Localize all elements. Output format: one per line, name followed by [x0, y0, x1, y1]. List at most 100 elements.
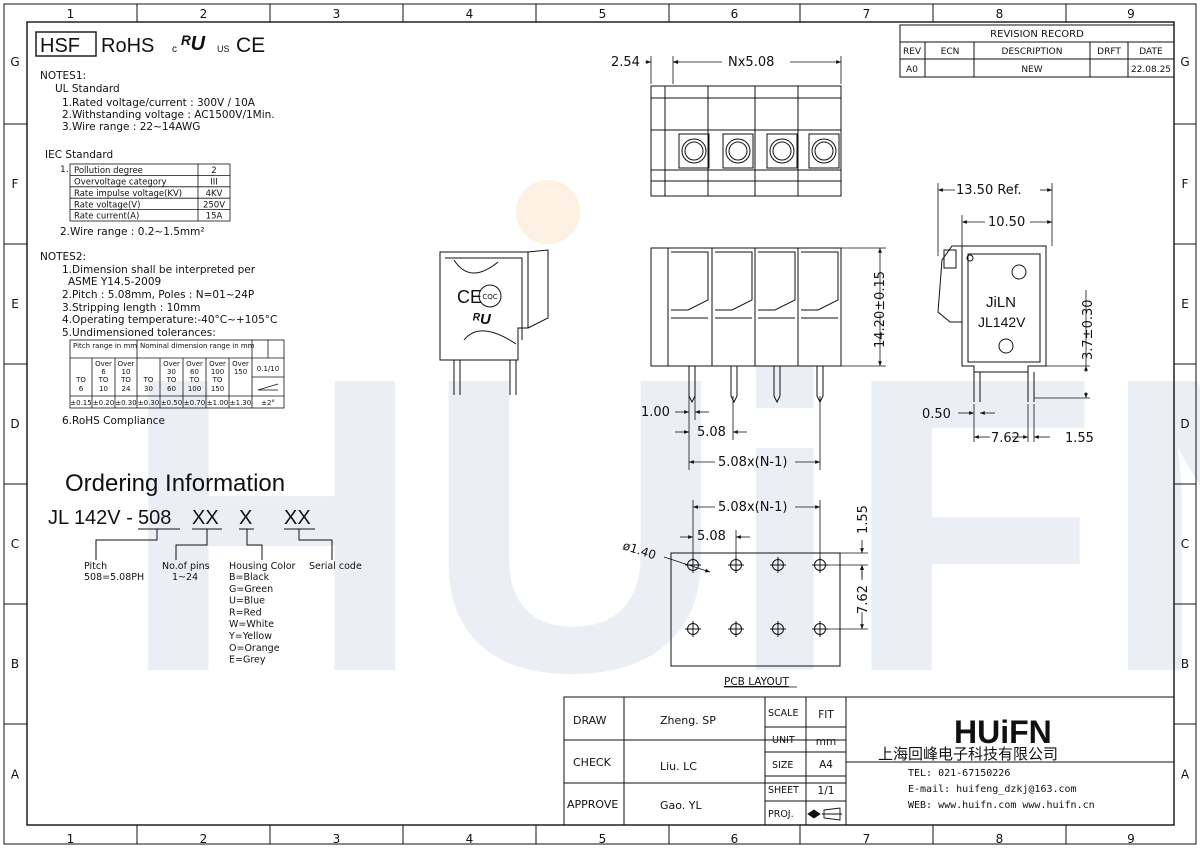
- tol-from: 30: [167, 368, 176, 376]
- tol-value: ±0.30: [115, 399, 136, 407]
- svg-text:Rate voltage(V): Rate voltage(V): [74, 200, 140, 210]
- tol-from: 6: [101, 368, 106, 376]
- notes2-heading: NOTES2:: [40, 251, 86, 263]
- svg-text:5.Undimensioned tolerances:: 5.Undimensioned tolerances:: [62, 327, 216, 339]
- front-view: [650, 247, 842, 404]
- color-option: R=Red: [229, 607, 262, 618]
- svg-text:Rate current(A): Rate current(A): [74, 212, 139, 222]
- ul-mark: ᴿU: [180, 33, 206, 55]
- dim-14-20: 14.20±0.15: [873, 271, 888, 348]
- frame-col-label-9: 9: [1127, 832, 1135, 846]
- frame-row-label-D: D: [10, 417, 19, 431]
- angle-symbol: [257, 383, 279, 391]
- frame-col-label-6: 6: [731, 7, 739, 21]
- dim-n-508: Nx5.08: [728, 55, 774, 70]
- frame-col-label-4: 4: [466, 7, 474, 21]
- dim-13-50: 13.50 Ref.: [956, 183, 1022, 198]
- tol-value: ±1.30: [230, 399, 251, 407]
- svg-text:REV: REV: [903, 47, 922, 57]
- svg-text:DESCRIPTION: DESCRIPTION: [1002, 47, 1063, 57]
- tol-to-word: TO: [120, 376, 131, 384]
- svg-text:DATE: DATE: [1139, 47, 1163, 57]
- tol-to: 6: [79, 385, 84, 393]
- dim-2-54: 2.54: [611, 55, 640, 70]
- svg-text:Pollution degree: Pollution degree: [74, 166, 143, 176]
- tol-to: 30: [144, 385, 153, 393]
- dim-0-50: 0.50: [922, 407, 951, 422]
- title-block-text: DRAW Zheng. SP CHECK Liu. LC APPROVE Gao…: [567, 708, 1095, 821]
- ul-standard-title: UL Standard: [55, 83, 120, 95]
- tol-to: 100: [188, 385, 201, 393]
- revision-record: REVISION RECORD REV ECN DESCRIPTION DRFT…: [899, 24, 1175, 78]
- svg-text:3.Stripping length : 10mm: 3.Stripping length : 10mm: [62, 302, 200, 314]
- dim-7-62-side: 7.62: [991, 431, 1020, 446]
- svg-text:Zheng. SP: Zheng. SP: [660, 714, 716, 727]
- dim-5-08-pcb: 5.08: [697, 529, 726, 544]
- frame-col-label-1: 1: [67, 7, 75, 21]
- svg-text:III: III: [210, 178, 218, 188]
- notes1: NOTES1: UL Standard 1.Rated voltage/curr…: [40, 70, 275, 238]
- frame-row-label-C: C: [1181, 537, 1189, 551]
- iec-standard-title: IEC Standard: [45, 149, 113, 161]
- ul-us: US: [217, 44, 230, 54]
- svg-text:2: 2: [211, 166, 216, 176]
- svg-text:±2°: ±2°: [261, 399, 275, 407]
- dim-5-08n-front: 5.08x(N-1): [718, 455, 787, 470]
- frame-row-label-F: F: [1182, 177, 1189, 191]
- tol-to: 60: [167, 385, 176, 393]
- color-option: E=Grey: [229, 655, 266, 666]
- company-logo: HUiFN: [954, 714, 1052, 750]
- svg-text:3.Wire range : 22~14AWG: 3.Wire range : 22~14AWG: [62, 121, 200, 133]
- frame-col-label-2: 2: [200, 832, 208, 846]
- frame-col-label-7: 7: [863, 832, 871, 846]
- svg-text:22.08.25: 22.08.25: [1131, 65, 1171, 75]
- svg-text:mm: mm: [816, 736, 836, 748]
- frame-row-label-D: D: [1180, 417, 1189, 431]
- dim-front: [675, 247, 886, 470]
- frame-row-label-G: G: [10, 55, 19, 69]
- notes1-heading: NOTES1:: [40, 70, 86, 82]
- svg-text:4KV: 4KV: [206, 189, 223, 199]
- svg-text:Rate impulse voltage(KV): Rate impulse voltage(KV): [74, 189, 182, 199]
- svg-text:508=5.08PH: 508=5.08PH: [84, 572, 144, 583]
- svg-text:No.of pins: No.of pins: [162, 561, 210, 572]
- tol-over: Over: [232, 360, 249, 368]
- tol-to: 150: [211, 385, 224, 393]
- projection-symbol-icon: [807, 807, 842, 821]
- code-pitch: 508: [138, 507, 171, 529]
- svg-text:A4: A4: [819, 759, 833, 771]
- svg-text:0.1/10: 0.1/10: [257, 365, 279, 373]
- ul-c: c: [172, 44, 177, 55]
- svg-text:UNIT: UNIT: [772, 735, 795, 746]
- tol-from: 150: [234, 368, 247, 376]
- svg-text:SIZE: SIZE: [772, 760, 793, 771]
- svg-text:PROJ.: PROJ.: [768, 809, 794, 820]
- tol-to-word: TO: [189, 376, 200, 384]
- color-option: G=Green: [229, 584, 273, 595]
- svg-text:1.Rated voltage/current : 300V: 1.Rated voltage/current : 300V / 10A: [62, 97, 256, 109]
- tol-value: ±0.70: [184, 399, 205, 407]
- svg-text:Overvoltage category: Overvoltage category: [74, 178, 166, 188]
- frame-col-label-2: 2: [200, 7, 208, 21]
- color-option: W=White: [229, 619, 274, 630]
- dim-pcb: [663, 500, 868, 630]
- tol-from: 60: [190, 368, 199, 376]
- svg-text:Serial code: Serial code: [309, 561, 362, 572]
- tol-value: ±0.20: [93, 399, 114, 407]
- tol-over: Over: [163, 360, 180, 368]
- svg-text:1~24: 1~24: [172, 572, 198, 583]
- tol-over: Over: [95, 360, 112, 368]
- svg-text:Housing Color: Housing Color: [229, 561, 296, 572]
- company-tel: TEL: 021-67150226: [908, 768, 1010, 779]
- frame-col-label-5: 5: [599, 7, 607, 21]
- company-email: E-mail: huifeng_dzkj@163.com: [908, 784, 1077, 795]
- watermark: HUiFN: [120, 180, 1200, 760]
- frame-row-label-E: E: [11, 297, 19, 311]
- notes2: NOTES2: 1.Dimension shall be interpreted…: [40, 251, 285, 427]
- tol-to: 10: [99, 385, 108, 393]
- svg-text:APPROVE: APPROVE: [567, 798, 618, 811]
- svg-text:A0: A0: [906, 65, 918, 75]
- tol-value: ±0.50: [161, 399, 182, 407]
